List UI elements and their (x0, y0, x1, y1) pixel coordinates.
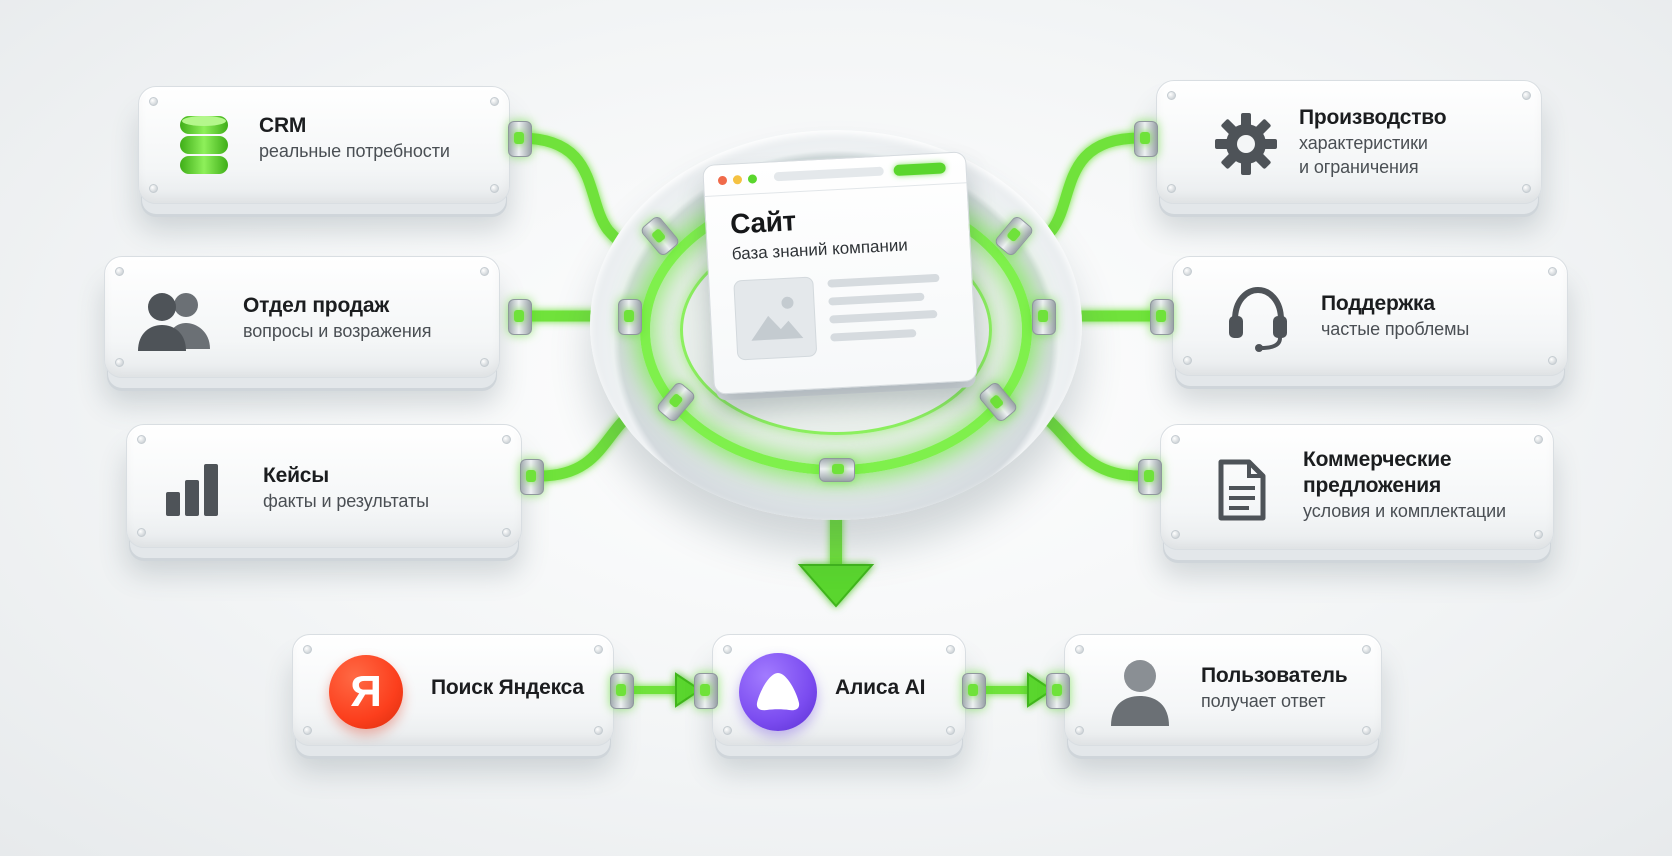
window-maximize-dot (747, 174, 758, 184)
production-subtitle-line-2: и ограничения (1299, 157, 1419, 177)
arrowhead-to-alice (675, 672, 702, 708)
alice-input-port (694, 673, 718, 709)
users-icon (131, 285, 217, 355)
source-node-production[interactable]: Производство характеристики и ограничени… (1156, 80, 1542, 204)
gear-icon (1211, 109, 1281, 179)
sales-subtitle: вопросы и возражения (243, 321, 432, 341)
source-node-offers[interactable]: Коммерческие предложения условия и компл… (1160, 424, 1554, 550)
user-subtitle: получает ответ (1201, 691, 1326, 711)
cases-title: Кейсы (263, 464, 330, 487)
status-bar-indicator (893, 162, 946, 177)
crm-subtitle: реальные потребности (259, 141, 450, 161)
text-line-placeholder (827, 273, 940, 288)
hub-port-left (618, 299, 642, 335)
support-subtitle: частые проблемы (1321, 319, 1470, 339)
flow-node-user[interactable]: Пользователь получает ответ (1064, 634, 1382, 746)
alice-output-port (962, 673, 986, 709)
yandex-logo-letter: Я (350, 667, 382, 716)
offers-title-line-2: предложения (1303, 474, 1442, 497)
offers-title-line-1: Коммерческие (1303, 448, 1452, 471)
source-node-sales[interactable]: Отдел продаж вопросы и возражения (104, 256, 500, 378)
flow-node-alice[interactable]: Алиса AI (712, 634, 966, 746)
support-input-port (1150, 299, 1174, 335)
support-title: Поддержка (1321, 292, 1435, 315)
sales-output-port (508, 299, 532, 335)
source-node-crm[interactable]: CRM реальные потребности (138, 86, 510, 204)
flow-node-yandex[interactable]: Я Поиск Яндекса (292, 634, 614, 746)
text-line-placeholder (830, 329, 917, 342)
arrowhead-hub-down (797, 564, 875, 608)
url-bar (773, 166, 884, 182)
alice-logo-icon (739, 653, 817, 731)
crm-output-port (508, 121, 532, 157)
headset-icon (1223, 283, 1293, 353)
hub-subtitle: база знаний компании (731, 235, 909, 264)
cases-output-port (520, 459, 544, 495)
user-title: Пользователь (1201, 664, 1348, 687)
source-node-cases[interactable]: Кейсы факты и результаты (126, 424, 522, 548)
hub-port-bottom (819, 458, 855, 482)
text-line-placeholder (829, 309, 938, 324)
crm-title: CRM (259, 114, 307, 137)
user-icon (1103, 655, 1177, 729)
user-input-port (1046, 673, 1070, 709)
offers-subtitle: условия и комплектации (1303, 501, 1507, 521)
offers-input-port (1138, 459, 1162, 495)
yandex-output-port (610, 673, 634, 709)
production-input-port (1134, 121, 1158, 157)
window-close-dot (717, 175, 728, 186)
hub-title: Сайт (729, 205, 797, 240)
cases-subtitle: факты и результаты (263, 491, 429, 511)
yandex-title: Поиск Яндекса (431, 676, 584, 699)
source-node-support[interactable]: Поддержка частые проблемы (1172, 256, 1568, 376)
production-subtitle-line-1: характеристики (1299, 133, 1428, 153)
yandex-logo-icon: Я (329, 655, 403, 729)
sales-title: Отдел продаж (243, 294, 390, 317)
arrowhead-to-user (1027, 672, 1054, 708)
hub-port-right (1032, 299, 1056, 335)
image-placeholder-icon (733, 276, 818, 361)
database-icon (169, 111, 239, 181)
document-icon (1211, 457, 1271, 523)
bar-chart-icon (157, 455, 227, 521)
text-line-placeholder (828, 292, 925, 306)
production-title: Производство (1299, 106, 1447, 129)
alice-title: Алиса AI (835, 676, 926, 699)
window-minimize-dot (732, 175, 743, 185)
website-card[interactable]: Сайт база знаний компании (702, 151, 978, 395)
